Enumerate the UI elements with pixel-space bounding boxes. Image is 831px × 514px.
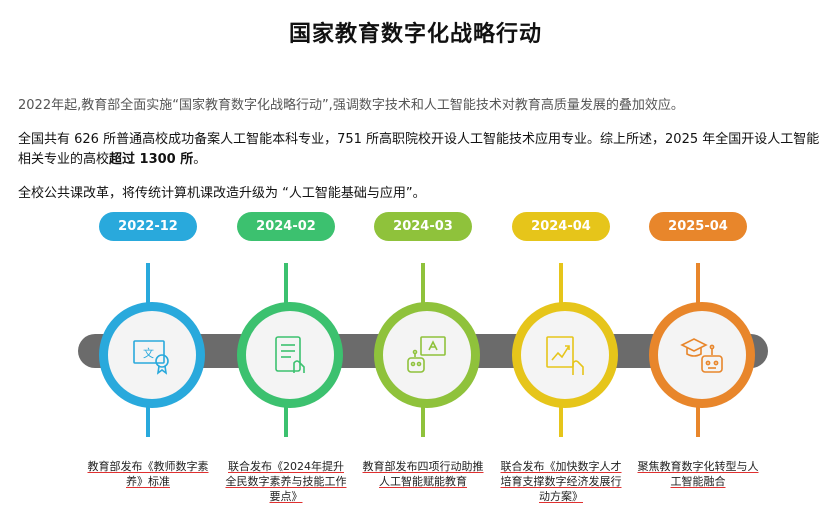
milestone-ring-3 bbox=[374, 302, 480, 408]
intro-paragraph: 2022年起,教育部全面实施“国家教育数字化战略行动”,强调数字技术和人工智能技… bbox=[18, 98, 684, 113]
milestone-connector-top-5 bbox=[696, 263, 700, 313]
milestone-caption-text-1: 教育部发布《教师数字素养》标准 bbox=[87, 460, 209, 488]
stats-end: 。 bbox=[193, 152, 207, 167]
tablet-document-icon bbox=[275, 336, 305, 373]
page-title: 国家教育数字化战略行动 bbox=[288, 22, 542, 47]
svg-text:文: 文 bbox=[143, 346, 154, 360]
milestone-caption-text-5: 聚焦教育数字化转型与人工智能融合 bbox=[637, 460, 759, 488]
milestone-connector-top-3 bbox=[421, 263, 425, 313]
milestone-connector-bottom-2 bbox=[284, 385, 288, 437]
milestone-connector-bottom-3 bbox=[421, 385, 425, 437]
milestone-ring-1: 文 bbox=[99, 302, 205, 408]
milestone-caption-5: 聚焦教育数字化转型与人工智能融合 bbox=[636, 459, 760, 489]
robot-board-icon bbox=[407, 336, 446, 373]
translate-certificate-icon: 文 bbox=[133, 340, 169, 375]
milestone-caption-4: 联合发布《加快数字人才培育支撑数字经济发展行动方案》 bbox=[499, 459, 623, 504]
milestone-date-1: 2022-12 bbox=[99, 212, 197, 241]
milestone-connector-top-1 bbox=[146, 263, 150, 313]
milestone-caption-1: 教育部发布《教师数字素养》标准 bbox=[86, 459, 210, 489]
reform-paragraph: 全校公共课改革，将传统计算机课改造升级为 “人工智能基础与应用”。 bbox=[18, 186, 426, 201]
milestone-date-3: 2024-03 bbox=[374, 212, 472, 241]
milestone-caption-text-4: 联合发布《加快数字人才培育支撑数字经济发展行动方案》 bbox=[500, 460, 622, 503]
stats-text: 全国共有 626 所普通高校成功备案人工智能本科专业，751 所高职院校开设人工… bbox=[18, 132, 820, 167]
chart-touch-icon bbox=[546, 336, 584, 375]
milestone-connector-top-4 bbox=[559, 263, 563, 313]
milestone-ring-2 bbox=[237, 302, 343, 408]
milestone-date-4: 2024-04 bbox=[512, 212, 610, 241]
milestone-connector-bottom-4 bbox=[559, 385, 563, 437]
milestone-ring-5 bbox=[649, 302, 755, 408]
stats-highlight: 超过 1300 所 bbox=[109, 152, 194, 167]
milestone-connector-top-2 bbox=[284, 263, 288, 313]
milestone-date-5: 2025-04 bbox=[649, 212, 747, 241]
milestone-caption-text-3: 教育部发布四项行动助推人工智能赋能教育 bbox=[362, 460, 484, 488]
milestone-connector-bottom-1 bbox=[146, 385, 150, 437]
milestone-caption-text-2: 联合发布《2024年提升全民数字素养与技能工作要点》 bbox=[225, 460, 347, 503]
graduation-robot-icon bbox=[680, 338, 723, 373]
stats-paragraph: 全国共有 626 所普通高校成功备案人工智能本科专业，751 所高职院校开设人工… bbox=[18, 130, 823, 170]
milestone-connector-bottom-5 bbox=[696, 385, 700, 437]
milestone-caption-3: 教育部发布四项行动助推人工智能赋能教育 bbox=[361, 459, 485, 489]
milestone-caption-2: 联合发布《2024年提升全民数字素养与技能工作要点》 bbox=[224, 459, 348, 504]
milestone-date-2: 2024-02 bbox=[237, 212, 335, 241]
milestone-ring-4 bbox=[512, 302, 618, 408]
